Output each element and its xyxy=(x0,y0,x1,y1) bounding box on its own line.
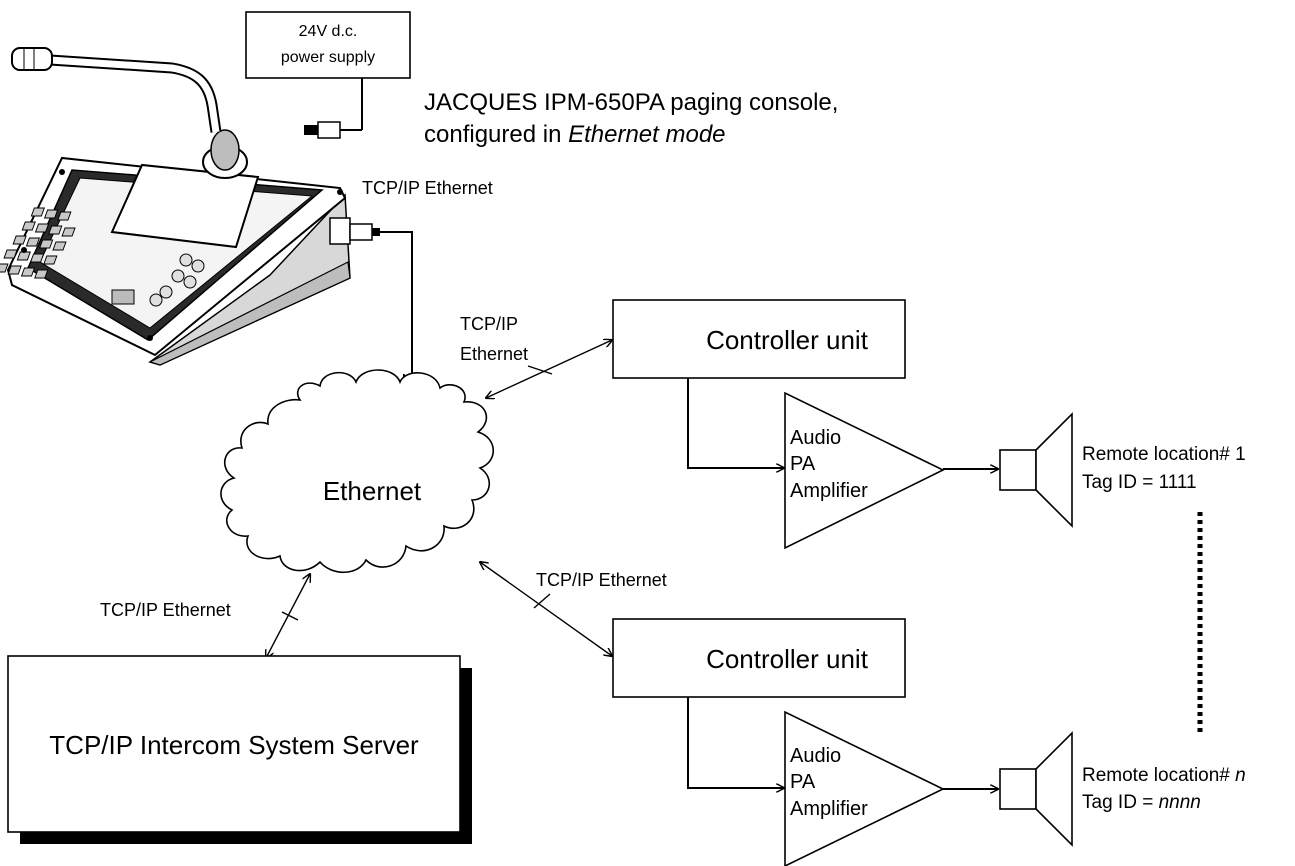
cloud-label: Ethernet xyxy=(323,476,422,506)
controller-2-label: Controller unit xyxy=(706,644,869,674)
paging-console-icon xyxy=(0,47,351,366)
server-link-label: TCP/IP Ethernet xyxy=(100,600,231,620)
controller-1-to-amp-arrow xyxy=(687,378,784,468)
upper-link-label-line1: TCP/IP xyxy=(460,314,518,334)
console-caption-prefix: configured in xyxy=(424,121,568,148)
console-caption-line2: configured in Ethernet mode xyxy=(424,121,726,148)
console-caption-emphasis: Ethernet mode xyxy=(568,121,725,148)
speaker-1-icon xyxy=(999,412,1073,528)
amp-1-line1: Audio xyxy=(790,427,841,449)
remote-1-line1: Remote location# 1 xyxy=(1082,444,1246,465)
console-to-cloud-arrow xyxy=(380,231,412,390)
speaker-2-icon xyxy=(999,731,1073,847)
ethernet-jack-icon xyxy=(329,217,380,245)
remote-n-line2: Tag ID = nnnn xyxy=(1082,792,1201,813)
lower-controller-link xyxy=(480,562,612,656)
power-supply-line1: 24V d.c. xyxy=(299,23,358,40)
power-supply-line2: power supply xyxy=(281,49,375,66)
controller-1-label: Controller unit xyxy=(706,325,869,355)
amp-1-line2: PA xyxy=(790,453,816,475)
console-tcpip-label: TCP/IP Ethernet xyxy=(362,178,493,198)
server-link xyxy=(266,574,310,658)
intercom-server-box: TCP/IP Intercom System Server xyxy=(7,655,472,844)
amp-2-line1: Audio xyxy=(790,745,841,767)
upper-controller-link xyxy=(486,340,612,398)
amp-2-line3: Amplifier xyxy=(790,798,868,820)
controller-2-to-amp-arrow xyxy=(687,697,784,788)
amp-2-line2: PA xyxy=(790,771,816,793)
ethernet-cloud: Ethernet xyxy=(220,369,495,574)
power-connector-icon xyxy=(304,76,363,139)
amplifier-2: Audio PA Amplifier xyxy=(784,710,945,866)
controller-unit-1: Controller unit xyxy=(612,299,906,379)
server-label: TCP/IP Intercom System Server xyxy=(49,730,419,760)
amplifier-1: Audio PA Amplifier xyxy=(784,391,945,550)
amp-1-line3: Amplifier xyxy=(790,480,868,502)
remote-n-line1: Remote location# n xyxy=(1082,765,1246,786)
lower-link-label: TCP/IP Ethernet xyxy=(536,570,667,590)
controller-unit-2: Controller unit xyxy=(612,618,906,698)
power-supply-box: 24V d.c. power supply xyxy=(245,11,411,79)
upper-link-label-line2: Ethernet xyxy=(460,344,528,364)
console-caption-line1: JACQUES IPM-650PA paging console, xyxy=(424,89,838,116)
remote-1-line2: Tag ID = 1111 xyxy=(1082,472,1197,493)
